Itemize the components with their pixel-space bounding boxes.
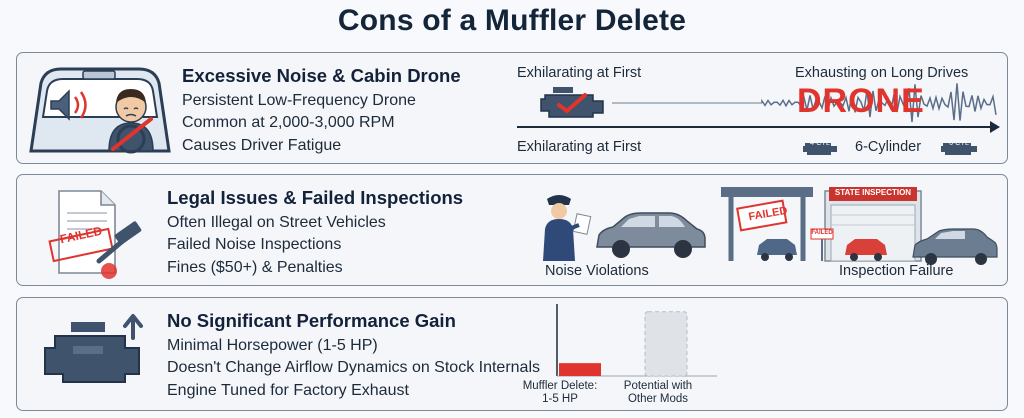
chart-label-2: Potential with Other Mods (623, 380, 693, 405)
inspection-station-scene (721, 187, 998, 265)
sedan-icon-2 (912, 228, 998, 265)
legal-line-2: Failed Noise Inspections (167, 236, 342, 253)
horsepower-chart (556, 304, 717, 377)
station-sign: STATE INSPECTION (834, 188, 912, 197)
performance-line-2: Doesn't Change Airflow Dynamics on Stock… (167, 359, 541, 376)
small-car-icon (757, 239, 797, 261)
legal-line-3: Fines ($50+) & Penalties (167, 259, 343, 276)
legal-panel: FAILED Legal Issues & Failed Inspections… (16, 174, 1008, 286)
timeline-top-left: Exhilarating at First (517, 65, 642, 81)
gavel-icon (96, 221, 142, 264)
small-engine-icon-2 (941, 143, 977, 155)
performance-line-3: Engine Tuned for Factory Exhaust (167, 382, 409, 399)
inspection-failure-caption: Inspection Failure (839, 263, 954, 279)
chart-label-1: Muffler Delete: 1-5 HP (522, 380, 598, 405)
red-car-icon (845, 239, 887, 261)
chart-bar-1 (559, 363, 601, 376)
drone-waveform (517, 83, 1000, 133)
engine-label: 6-Cylinder (855, 139, 922, 155)
noise-line-2: Common at 2,000-3,000 RPM (182, 114, 395, 131)
noise-line-3: Causes Driver Fatigue (182, 137, 342, 154)
driver-icon (108, 89, 154, 154)
performance-heading: No Significant Performance Gain (167, 310, 456, 331)
noise-violations-caption: Noise Violations (545, 263, 649, 279)
police-officer-icon (543, 195, 592, 261)
sedan-icon (596, 212, 706, 258)
station-small-sign: FAILED (811, 230, 833, 236)
failed-document-icon (48, 190, 142, 279)
noise-line-1: Persistent Low-Frequency Drone (182, 92, 416, 109)
police-officer-scene (543, 195, 706, 261)
performance-panel: No Significant Performance Gain Minimal … (16, 297, 1008, 411)
engine-arrow-icon (44, 314, 143, 383)
legal-heading: Legal Issues & Failed Inspections (167, 187, 464, 208)
noise-panel: Excessive Noise & Cabin Drone Persistent… (16, 52, 1008, 164)
engine-check-icon (540, 87, 604, 118)
speaker-icon (50, 89, 87, 121)
timeline-bottom-left: Exhilarating at First (517, 139, 642, 155)
small-engine-icon (803, 143, 837, 155)
page-title: Cons of a Muffler Delete (337, 4, 687, 37)
chart-bar-2 (644, 311, 688, 377)
car-cabin-icon (29, 67, 171, 154)
legal-line-1: Often Illegal on Street Vehicles (167, 214, 386, 231)
noise-heading: Excessive Noise & Cabin Drone (182, 65, 461, 86)
timeline-top-right: Exhausting on Long Drives (795, 65, 969, 81)
engine-badge-b: 6-CYL (949, 140, 969, 147)
engine-badge-a: 4-CYL (810, 140, 830, 147)
drone-word: DRONE (797, 82, 925, 120)
performance-line-1: Minimal Horsepower (1-5 HP) (167, 337, 378, 354)
